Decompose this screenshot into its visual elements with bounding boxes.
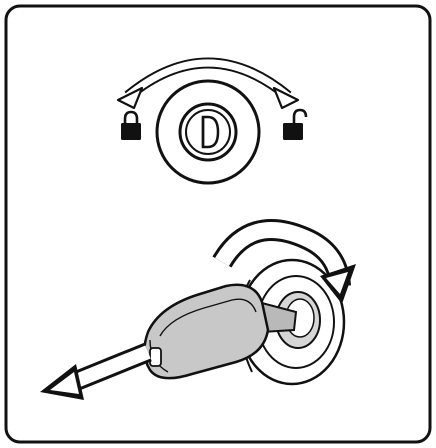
turn-arrow-head-inner xyxy=(326,272,348,294)
pull-out-arrow-head-inner xyxy=(50,372,79,394)
lock-cylinder-panel xyxy=(116,57,308,185)
key-slot xyxy=(201,115,220,149)
key-button xyxy=(149,347,162,367)
padlock-closed-icon xyxy=(121,110,141,140)
arrow-head-left xyxy=(116,86,144,110)
key-head xyxy=(143,283,270,380)
rotate-arc-arrow xyxy=(116,57,300,110)
pull-out-arrow xyxy=(40,342,152,400)
key-removal-panel xyxy=(40,219,356,400)
turn-arrow xyxy=(212,219,356,304)
padlock-open-icon xyxy=(283,108,308,140)
arrow-head-right xyxy=(272,86,300,110)
